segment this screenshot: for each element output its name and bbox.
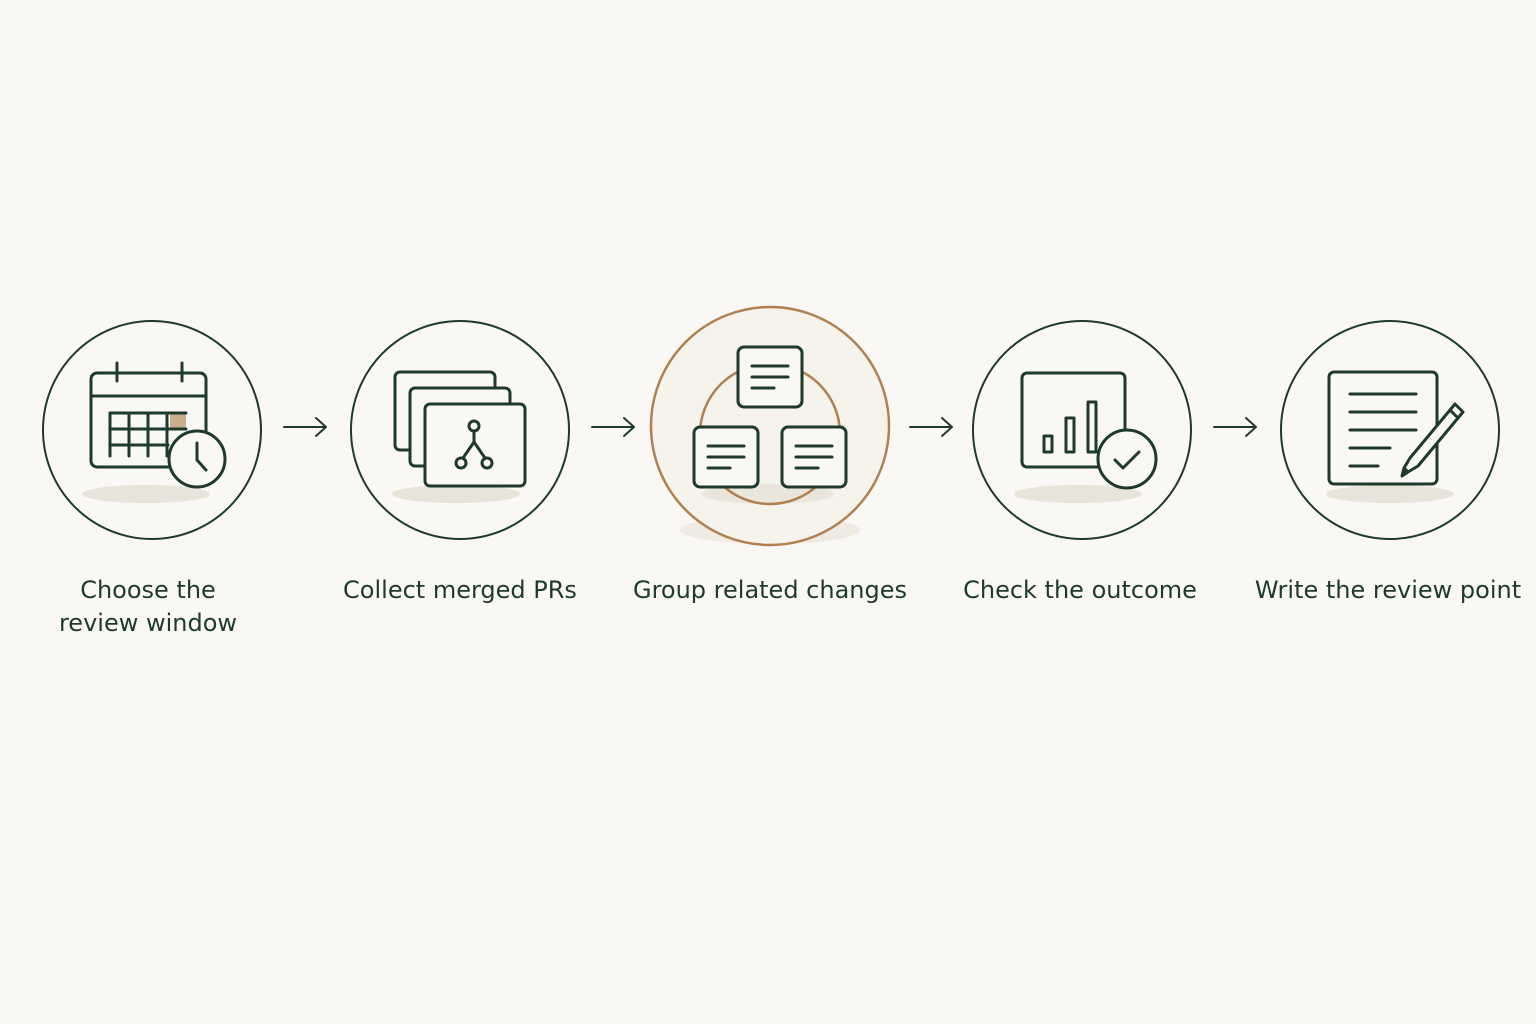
step-4-circle bbox=[972, 320, 1192, 540]
step-3 bbox=[648, 304, 892, 548]
document-pencil-icon bbox=[1327, 370, 1465, 486]
step-2 bbox=[348, 318, 572, 542]
step-2-label: Collect merged PRs bbox=[343, 576, 577, 604]
step-5-circle bbox=[1280, 320, 1500, 540]
step-1-circle bbox=[42, 320, 262, 540]
step-1-label-line-2: review window bbox=[58, 609, 238, 637]
stacked-pr-cards-icon bbox=[393, 370, 527, 488]
step-4-label: Check the outcome bbox=[963, 576, 1197, 604]
step-2-circle bbox=[350, 320, 570, 540]
step-5 bbox=[1278, 318, 1502, 542]
step-1 bbox=[40, 318, 264, 542]
step-4 bbox=[970, 318, 1194, 542]
step-1-label-line-1: Choose the bbox=[80, 576, 216, 604]
arrow-right-icon bbox=[283, 417, 327, 437]
step-3-circle bbox=[649, 305, 891, 547]
arrow-right-icon bbox=[909, 417, 953, 437]
bar-chart-check-icon bbox=[1020, 371, 1158, 490]
grouped-documents-icon bbox=[692, 345, 848, 506]
arrow-right-icon bbox=[591, 417, 635, 437]
step-5-label: Write the review point bbox=[1254, 576, 1522, 604]
calendar-clock-icon bbox=[89, 361, 227, 489]
step-3-label: Group related changes bbox=[632, 576, 908, 604]
step-1-label: Choose the review window bbox=[40, 574, 256, 640]
arrow-right-icon bbox=[1213, 417, 1257, 437]
